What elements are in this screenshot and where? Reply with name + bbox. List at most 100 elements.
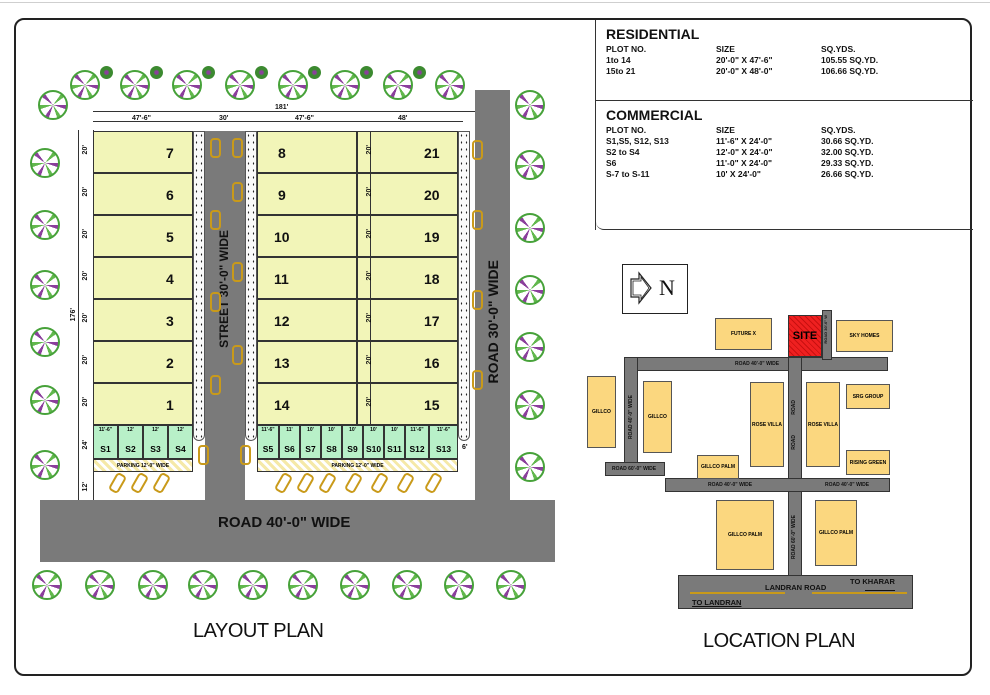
plot-12[interactable]: 12 bbox=[257, 299, 357, 341]
road-label: ROAD 40'-0" WIDE bbox=[708, 482, 753, 488]
plot-number: 10 bbox=[274, 229, 290, 245]
table-header: PLOT NO. SIZE SQ.YDS. bbox=[606, 44, 973, 55]
shop-s7[interactable]: 10'S7 bbox=[300, 425, 321, 459]
north-indicator: N bbox=[622, 264, 688, 314]
plot-number: 4 bbox=[166, 271, 174, 287]
plot-17[interactable]: 17 bbox=[357, 299, 458, 341]
cell: 12'-0" X 24'-0" bbox=[716, 147, 773, 157]
table-row: S1,S5, S12, S13 11'-6" X 24'-0" 30.66 SQ… bbox=[606, 136, 973, 147]
plot-6[interactable]: 6 bbox=[93, 173, 193, 215]
shop-s5[interactable]: 11'-6"S5 bbox=[257, 425, 279, 459]
plot-13[interactable]: 13 bbox=[257, 341, 357, 383]
site-marker[interactable]: SITE bbox=[788, 315, 822, 357]
plot-number: 5 bbox=[166, 229, 174, 245]
plot-3[interactable]: 3 bbox=[93, 299, 193, 341]
plot-4[interactable]: 4 bbox=[93, 257, 193, 299]
plot-depth-label: 20' bbox=[366, 145, 373, 155]
plot-11[interactable]: 11 bbox=[257, 257, 357, 299]
shop-s9[interactable]: 10'S9 bbox=[342, 425, 363, 459]
car-icon bbox=[472, 370, 483, 390]
plot-5[interactable]: 5 bbox=[93, 215, 193, 257]
shop-s4[interactable]: 12'S4 bbox=[168, 425, 193, 459]
road-label: ROAD 60'-0" WIDE bbox=[791, 515, 797, 560]
shop-dim: 10' bbox=[307, 427, 314, 433]
plot-8[interactable]: 8 bbox=[257, 131, 357, 173]
plot-number: 1 bbox=[166, 397, 174, 413]
road-left-horizontal bbox=[605, 462, 665, 476]
cell: 11'-6" X 24'-0" bbox=[716, 136, 773, 146]
shop-s2[interactable]: 12'S2 bbox=[118, 425, 143, 459]
plot-10[interactable]: 10 bbox=[257, 215, 357, 257]
plot-19[interactable]: 19 bbox=[357, 215, 458, 257]
plot-number: 13 bbox=[274, 355, 290, 371]
building-gillco-palm: GILLCO PALM bbox=[716, 500, 774, 570]
plot-1[interactable]: 1 bbox=[93, 383, 193, 425]
shop-dim: 11'-6" bbox=[98, 427, 113, 433]
shop-s1[interactable]: 11'-6"S1 bbox=[93, 425, 118, 459]
cell: 11'-0" X 24'-0" bbox=[716, 158, 773, 168]
cell: 29.33 SQ.YD. bbox=[821, 158, 874, 168]
building-srg-group: SRG GROUP bbox=[846, 384, 890, 409]
col-plot-no: PLOT NO. bbox=[606, 125, 647, 135]
plot-21[interactable]: 21 bbox=[357, 131, 458, 173]
tree-icon bbox=[392, 570, 422, 600]
table-row: S2 to S4 12'-0" X 24'-0" 32.00 SQ.YD. bbox=[606, 147, 973, 158]
plot-18[interactable]: 18 bbox=[357, 257, 458, 299]
plot-7[interactable]: 7 bbox=[93, 131, 193, 173]
shop-s13[interactable]: 11'-6"S13 bbox=[429, 425, 458, 459]
north-label: N bbox=[659, 275, 675, 300]
plot-depth-label: 20' bbox=[82, 145, 89, 155]
cell: 32.00 SQ.YD. bbox=[821, 147, 874, 157]
plot-depth-label: 20' bbox=[82, 313, 89, 323]
shop-s3[interactable]: 12'S3 bbox=[143, 425, 168, 459]
tree-icon bbox=[138, 570, 168, 600]
tree-icon bbox=[38, 90, 68, 120]
plot-number: 17 bbox=[424, 313, 440, 329]
road-label: ROAD 40'-0" WIDE bbox=[825, 482, 870, 488]
cell: 30.66 SQ.YD. bbox=[821, 136, 874, 146]
tree-icon bbox=[85, 570, 115, 600]
tree-icon bbox=[444, 570, 474, 600]
side-setback-label: 6' bbox=[462, 444, 468, 451]
shop-s6[interactable]: 11'S6 bbox=[279, 425, 300, 459]
building-gillco: GILLCO bbox=[587, 376, 616, 448]
car-icon bbox=[232, 138, 243, 158]
shop-dim: 11'-6" bbox=[436, 427, 451, 433]
road-bottom-label: ROAD 40'-0" WIDE bbox=[218, 514, 351, 531]
car-icon bbox=[232, 262, 243, 282]
tree-icon bbox=[496, 570, 526, 600]
shrub-icon bbox=[308, 66, 321, 79]
tree-icon bbox=[70, 70, 100, 100]
tree-icon bbox=[30, 210, 60, 240]
shop-s11[interactable]: 10'S11 bbox=[384, 425, 405, 459]
cell: S6 bbox=[606, 158, 617, 168]
car-icon bbox=[472, 140, 483, 160]
road-mid-vertical bbox=[788, 357, 802, 597]
tree-icon bbox=[225, 70, 255, 100]
plot-20[interactable]: 20 bbox=[357, 173, 458, 215]
road-mid-horizontal bbox=[665, 478, 890, 492]
plot-15[interactable]: 15 bbox=[357, 383, 458, 425]
shop-s10[interactable]: 10'S10 bbox=[363, 425, 384, 459]
shop-dim: 10' bbox=[391, 427, 398, 433]
tree-icon bbox=[515, 332, 545, 362]
shop-dim: 12' bbox=[177, 427, 184, 433]
plot-depth-label: 20' bbox=[82, 397, 89, 407]
shrub-icon bbox=[360, 66, 373, 79]
plot-2[interactable]: 2 bbox=[93, 341, 193, 383]
shop-s12[interactable]: 11'-6"S12 bbox=[405, 425, 429, 459]
building-sky-homes: SKY HOMES bbox=[836, 320, 893, 352]
arrow-right-icon bbox=[865, 590, 895, 591]
cell: 105.55 SQ.YD. bbox=[821, 55, 879, 65]
plot-9[interactable]: 9 bbox=[257, 173, 357, 215]
plot-depth-label: 20' bbox=[366, 187, 373, 197]
setback-label: 12' bbox=[82, 482, 89, 492]
table-row: S-7 to S-11 10' X 24'-0" 26.66 SQ.YD. bbox=[606, 169, 973, 180]
shop-s8[interactable]: 10'S8 bbox=[321, 425, 342, 459]
plot-depth-label: 20' bbox=[366, 271, 373, 281]
plot-16[interactable]: 16 bbox=[357, 341, 458, 383]
footpath bbox=[245, 131, 257, 441]
road-label: ROAD 30'-0" W bbox=[823, 315, 828, 344]
plot-14[interactable]: 14 bbox=[257, 383, 357, 425]
shop-dim: 11'-6" bbox=[410, 427, 424, 433]
